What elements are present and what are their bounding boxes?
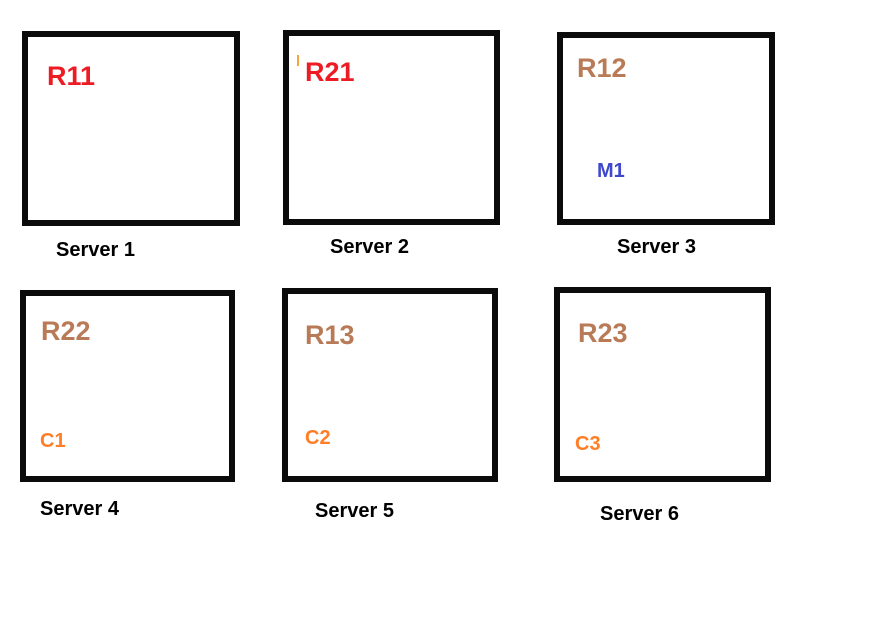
server-5-group: R13 C2 Server 5 — [282, 288, 498, 521]
server-6-group: R23 C3 Server 6 — [554, 287, 771, 524]
server-2-box: R21 — [283, 30, 500, 225]
replica-label-r11: R11 — [47, 61, 96, 91]
stray-cursor-mark — [297, 55, 299, 66]
server-4-box: R22 C1 — [20, 290, 235, 482]
server-5-box: R13 C2 — [282, 288, 498, 482]
server-1-caption: Server 1 — [56, 239, 135, 261]
replica-label-r21: R21 — [305, 57, 355, 87]
server-3-group: R12 M1 Server 3 — [557, 32, 775, 257]
server-2-group: R21 Server 2 — [283, 30, 500, 257]
client-label-c1: C1 — [40, 430, 66, 452]
server-6-box: R23 C3 — [554, 287, 771, 482]
replica-label-r13: R13 — [305, 320, 355, 350]
replica-label-r22: R22 — [41, 316, 91, 346]
server-1-group: R11 Server 1 — [22, 31, 240, 260]
server-4-caption: Server 4 — [40, 498, 119, 520]
server-4-group: R22 C1 Server 4 — [20, 290, 235, 519]
server-5-caption: Server 5 — [315, 500, 394, 522]
server-2-caption: Server 2 — [330, 236, 409, 258]
server-3-caption: Server 3 — [617, 236, 696, 258]
replica-label-r23: R23 — [578, 318, 628, 348]
replica-label-r12: R12 — [577, 53, 627, 83]
client-label-c3: C3 — [575, 433, 601, 455]
server-3-box: R12 M1 — [557, 32, 775, 225]
client-label-c2: C2 — [305, 427, 331, 449]
master-label-m1: M1 — [597, 160, 625, 182]
server-6-caption: Server 6 — [600, 503, 679, 525]
server-1-box: R11 — [22, 31, 240, 226]
